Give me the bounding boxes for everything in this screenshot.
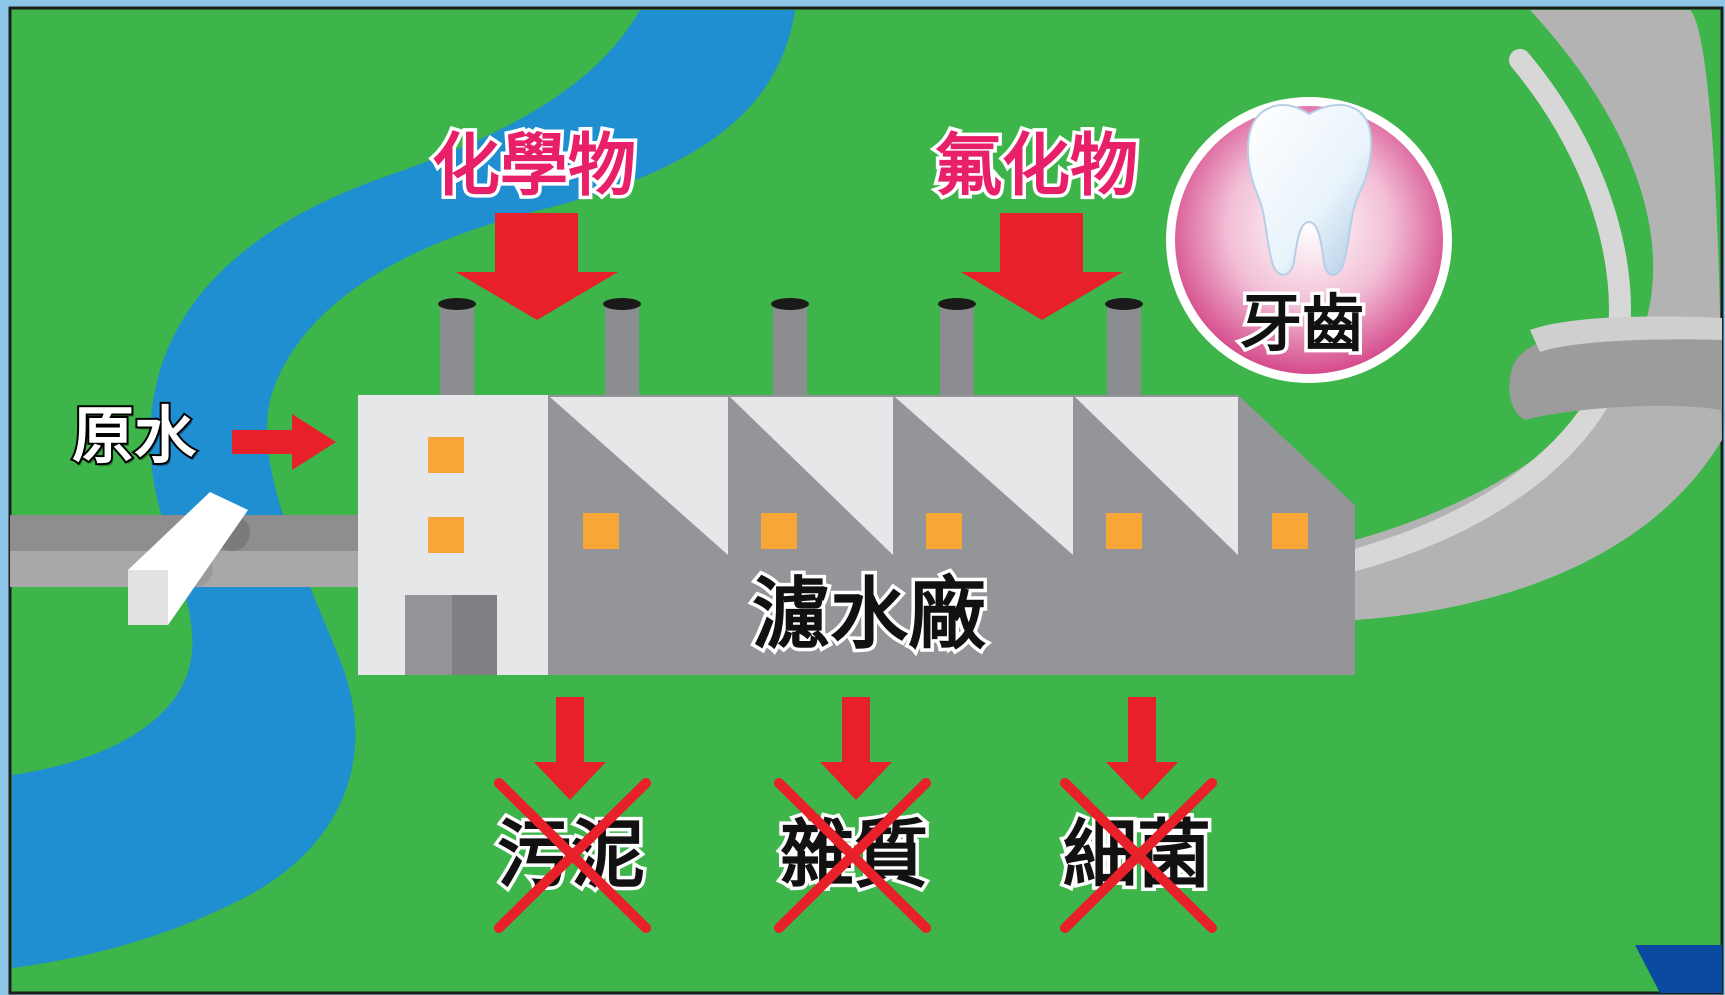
removed-item-sludge: 污泥 — [494, 812, 649, 898]
window — [428, 437, 464, 473]
roof-panel — [1075, 397, 1238, 555]
arrow-down-icon — [534, 697, 606, 800]
raw-water-label: 原水 — [70, 399, 198, 472]
window — [583, 513, 619, 549]
window — [1272, 513, 1308, 549]
arrow-down-icon — [1106, 697, 1178, 800]
intake-valve-side — [128, 570, 168, 625]
fluoride-label: 氟化物 — [930, 127, 1141, 206]
pipe-joint-highlight — [1530, 316, 1722, 352]
arrow-right-icon — [232, 414, 336, 470]
chimney — [1107, 303, 1141, 395]
window — [1106, 513, 1142, 549]
chimney — [940, 303, 974, 395]
chemicals-label: 化學物 — [428, 127, 639, 206]
arrow-down-icon — [961, 213, 1123, 320]
chimney-top — [438, 298, 476, 310]
window — [926, 513, 962, 549]
chimney-top — [771, 298, 809, 310]
factory-door-shadow — [452, 595, 497, 675]
removed-item-bacteria: 細菌 — [1060, 812, 1215, 898]
window — [428, 517, 464, 553]
roof-panel — [550, 397, 728, 555]
chimneys — [438, 298, 1143, 395]
chimney-top — [1105, 298, 1143, 310]
arrow-down-icon — [820, 697, 892, 800]
pipe-icon — [1355, 10, 1722, 620]
tooth-icon — [1247, 103, 1373, 276]
roof-panel — [730, 397, 893, 555]
arrow-down-icon — [456, 213, 618, 320]
chimney-top — [603, 298, 641, 310]
water-plant-label: 濾水廠 — [748, 570, 989, 660]
factory-icon — [358, 395, 1355, 675]
tooth-badge-bg — [1175, 106, 1443, 374]
window — [761, 513, 797, 549]
river-icon — [12, 10, 795, 968]
corner-logo — [1635, 945, 1722, 993]
chimney — [605, 303, 639, 395]
tooth-label: 牙齒 — [1236, 287, 1367, 360]
tooth-badge — [1166, 97, 1452, 383]
removed-item-impurities: 雜質 — [777, 812, 932, 898]
chimney — [773, 303, 807, 395]
chimney — [440, 303, 474, 395]
chimney-top — [938, 298, 976, 310]
roof-panel — [895, 397, 1073, 555]
